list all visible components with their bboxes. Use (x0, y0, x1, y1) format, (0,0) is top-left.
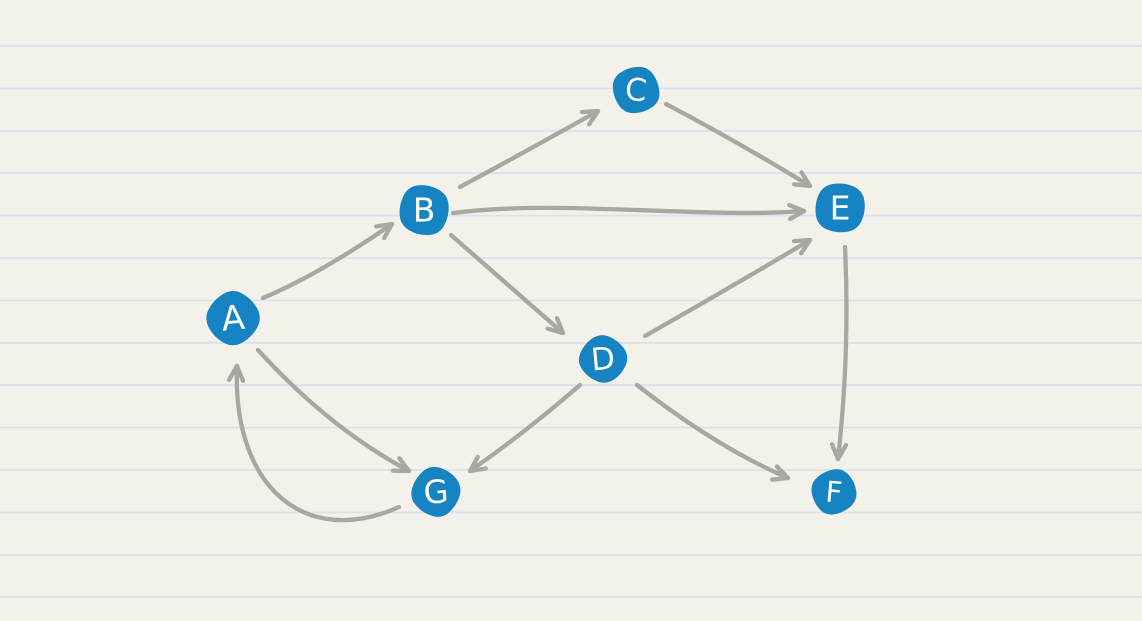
arrowhead-icon (791, 170, 813, 189)
edge-line (234, 363, 402, 523)
edge-B-D (448, 232, 566, 336)
arrowhead-icon (791, 237, 813, 256)
node-B: B (399, 185, 449, 236)
node-label: D (590, 341, 617, 379)
node-circle (612, 66, 660, 114)
edge-B-C (457, 108, 601, 190)
arrowhead-icon (579, 108, 601, 127)
edges-layer (226, 101, 849, 523)
edge-A-G (255, 347, 412, 474)
edge-line (457, 108, 601, 190)
node-label: E (830, 188, 851, 227)
edge-line (255, 347, 412, 474)
edge-line (835, 244, 849, 462)
edge-D-F (634, 382, 791, 482)
arrowhead-icon (769, 464, 791, 482)
node-A: A (206, 291, 260, 346)
edge-line (467, 382, 583, 474)
edge-G-A (226, 363, 402, 523)
node-circle (206, 291, 260, 346)
node-circle (399, 185, 449, 236)
edge-line (260, 221, 395, 301)
node-label: A (220, 298, 247, 340)
node-C: C (612, 66, 660, 114)
arrowhead-icon (374, 221, 395, 241)
ruled-lines-layer (0, 45, 1142, 599)
edge-D-E (642, 237, 813, 339)
node-label: G (422, 472, 450, 512)
arrowhead-icon (226, 363, 246, 383)
edge-D-G (467, 382, 583, 474)
arrowhead-icon (467, 454, 488, 474)
node-F: F (811, 469, 857, 515)
edge-C-E (663, 101, 813, 189)
edge-B-E (450, 202, 807, 222)
node-D: D (578, 335, 628, 383)
arrowhead-icon (787, 202, 807, 222)
node-label: C (624, 72, 649, 110)
nodes-layer: A B C D E F G (206, 66, 865, 517)
edge-line (634, 382, 791, 481)
node-label: F (824, 474, 844, 509)
arrowhead-icon (545, 316, 566, 336)
node-circle (578, 335, 628, 383)
node-G: G (411, 466, 461, 517)
edge-E-F (829, 244, 849, 462)
arrowhead-icon (829, 442, 849, 462)
edge-A-B (260, 221, 395, 301)
edge-line (663, 101, 813, 189)
node-circle (411, 466, 461, 517)
arrowhead-icon (390, 456, 412, 474)
edge-line (450, 205, 807, 216)
edge-line (642, 237, 813, 339)
node-circle (815, 183, 865, 233)
node-label: B (413, 190, 436, 229)
node-E: E (815, 183, 865, 233)
node-circle (811, 469, 857, 515)
edge-line (448, 232, 566, 336)
